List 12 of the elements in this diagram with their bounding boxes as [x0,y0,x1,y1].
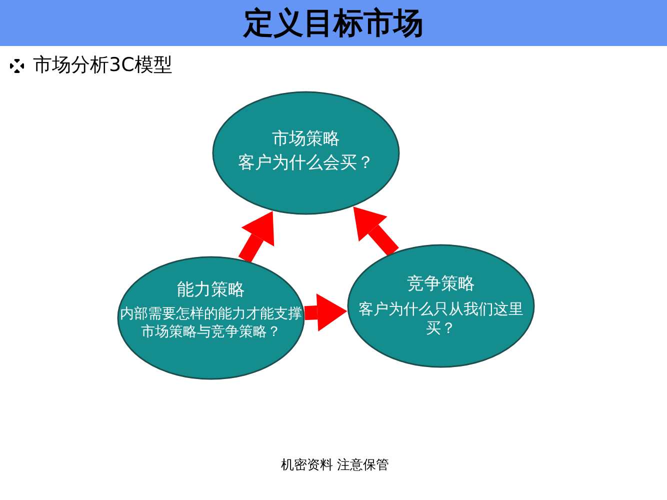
strategy-heading: 市场策略 [271,129,341,150]
strategy-question: 内部需要怎样的能力才能支撑市场策略与竞争策略？ [119,306,303,341]
strategy-question: 客户为什么会买？ [237,153,375,174]
subtitle: 市场分析3C模型 [33,53,174,78]
title-bar: 定义目标市场 [0,0,667,46]
footer-note: 机密资料 注意保管 [280,457,390,474]
strategy-heading: 竞争策略 [406,274,476,296]
strategy-heading: 能力策略 [176,280,246,302]
arrow [304,294,348,332]
arrow [238,211,274,264]
arrow [353,206,399,258]
strategy-question: 客户为什么只从我们这里买？ [358,300,524,338]
